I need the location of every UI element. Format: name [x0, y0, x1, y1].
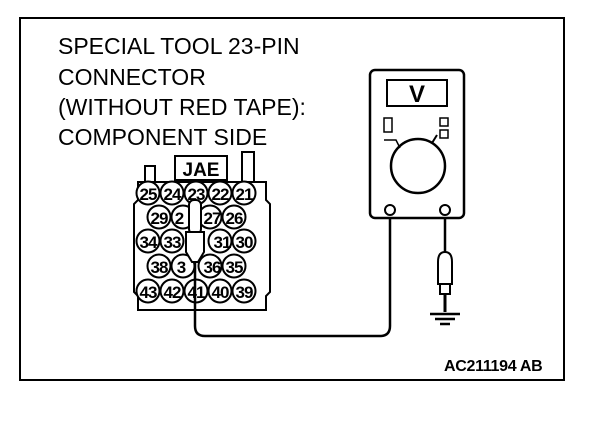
voltmeter-button-left — [383, 117, 393, 133]
connector-tab-left — [144, 165, 156, 183]
pin-38-label: 38 — [151, 258, 168, 277]
pin-31-label: 31 — [214, 233, 231, 252]
ground-probe-collar — [439, 283, 451, 295]
pin-23-label: 23 — [188, 185, 205, 204]
pin-29-label: 29 — [151, 209, 168, 228]
pin-35 — [221, 253, 247, 279]
connector-brand-label: JAE — [183, 160, 220, 181]
pin-21-label: 21 — [236, 185, 253, 204]
voltmeter-button-right-bottom — [439, 129, 449, 139]
caption-line-3: (WITHOUT RED TAPE): — [58, 94, 306, 120]
ground-probe — [437, 250, 453, 312]
caption-line-1: SPECIAL TOOL 23-PIN — [58, 33, 300, 59]
pin-36-label: 36 — [204, 258, 221, 277]
pin-35-label: 35 — [226, 258, 243, 277]
voltmeter-button-right-top — [439, 117, 449, 127]
probe-stem — [188, 199, 202, 235]
connector-brand-plate — [174, 155, 228, 181]
pin-24-label: 24 — [164, 185, 182, 204]
ground-probe-handle — [437, 250, 453, 285]
voltmeter: V — [368, 68, 466, 220]
figure-border — [19, 17, 565, 381]
voltmeter-display — [386, 79, 448, 107]
voltmeter-range-dial — [389, 137, 447, 195]
voltmeter-terminal-com — [384, 204, 396, 216]
figure-code: AC211194 AB — [444, 358, 543, 375]
pin-row-3: 34 33 31 30 — [135, 228, 257, 254]
connector-tab-right — [241, 151, 255, 183]
voltmeter-dial-pointer — [431, 134, 438, 144]
pin-30 — [231, 228, 257, 254]
pin-33 — [159, 228, 185, 254]
pin-27-label: 27 — [204, 209, 221, 228]
pin-39-label: 39 — [236, 283, 253, 302]
pin-43-label: 43 — [140, 283, 157, 302]
caption-line-2: CONNECTOR — [58, 64, 206, 90]
voltmeter-dial-arc — [384, 139, 401, 149]
pin-22-label: 22 — [212, 185, 229, 204]
probe-grip — [185, 231, 205, 263]
pin-row-4: 38 3 36 35 — [146, 253, 247, 279]
pin-37-label: 3 — [177, 258, 186, 277]
pin-33-label: 33 — [164, 233, 181, 252]
voltmeter-mode-label: V — [409, 81, 425, 108]
pin-28-label: 2 — [175, 209, 184, 228]
connector-probe — [185, 199, 205, 263]
voltmeter-terminal-v — [439, 204, 451, 216]
pin-30-label: 30 — [236, 233, 253, 252]
pin-26 — [221, 204, 247, 230]
pin-26-label: 26 — [226, 209, 243, 228]
caption-line-4: COMPONENT SIDE — [58, 124, 268, 150]
connector-23-pin: JAE 25 24 23 22 21 29 2 27 26 — [133, 151, 271, 311]
pin-42-label: 42 — [164, 283, 181, 302]
pin-39 — [231, 278, 257, 304]
pin-row-1: 25 24 23 22 21 — [135, 180, 257, 206]
pin-25-label: 25 — [140, 185, 157, 204]
pin-40-label: 40 — [212, 283, 229, 302]
ground-symbol-icon — [430, 312, 460, 326]
pin-41-label: 41 — [188, 283, 205, 302]
probe-wire — [193, 210, 392, 338]
pin-21 — [231, 180, 257, 206]
pin-34-label: 34 — [140, 233, 158, 252]
